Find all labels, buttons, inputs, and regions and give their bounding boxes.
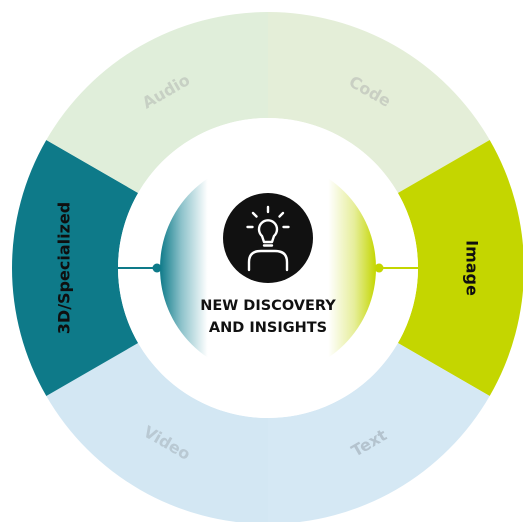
center-title-line1: NEW DISCOVERY bbox=[200, 298, 336, 314]
segment-audio bbox=[46, 12, 268, 193]
center-title-line2: AND INSIGHTS bbox=[209, 320, 327, 336]
segment-code bbox=[268, 12, 490, 193]
left-connector-dot bbox=[152, 263, 162, 273]
lightbulb-person-icon bbox=[223, 193, 313, 283]
segment-text bbox=[268, 343, 490, 522]
right-connector-dot bbox=[374, 263, 384, 273]
segment-3d-specialized bbox=[11, 140, 139, 396]
segment-video bbox=[46, 343, 268, 522]
segment-image bbox=[397, 140, 523, 396]
segment-label-3d-specialized: 3D/Specialized bbox=[55, 202, 74, 334]
segment-label-image: Image bbox=[463, 240, 482, 296]
